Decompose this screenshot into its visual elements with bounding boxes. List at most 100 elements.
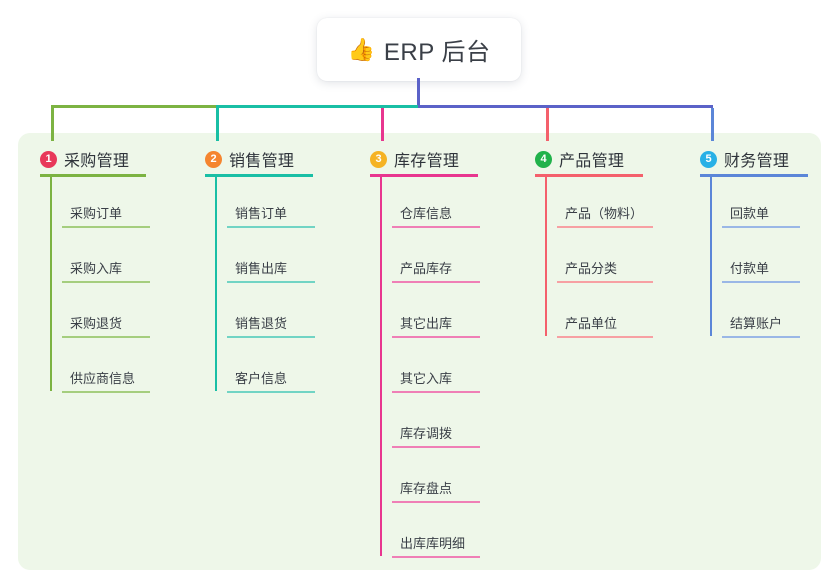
- branch-header-2[interactable]: 2 销售管理: [205, 147, 294, 171]
- leaf-label: 销售订单: [235, 206, 288, 221]
- leaf-label: 销售退货: [235, 316, 288, 331]
- drop-connector-1: [51, 108, 54, 141]
- leaf-node[interactable]: 采购退货: [62, 313, 150, 338]
- leaf-label: 结算账户: [730, 316, 783, 331]
- branch-number-badge: 5: [700, 150, 717, 168]
- drop-connector-5: [711, 108, 714, 141]
- branch-spine: [50, 176, 52, 391]
- leaf-node[interactable]: 付款单: [722, 258, 800, 283]
- leaf-label: 销售出库: [235, 261, 288, 276]
- leaf-node[interactable]: 采购入库: [62, 258, 150, 283]
- leaf-rule: [392, 336, 480, 338]
- thumbs-up-icon: 👍: [347, 36, 375, 62]
- branch-header-1[interactable]: 1 采购管理: [40, 147, 129, 171]
- leaf-label: 库存调拨: [400, 426, 453, 441]
- leaf-node[interactable]: 销售退货: [227, 313, 315, 338]
- branch-number-badge: 4: [535, 150, 552, 168]
- drop-connector-2: [216, 108, 219, 141]
- leaf-label: 产品（物料）: [565, 206, 644, 221]
- leaf-rule: [62, 226, 150, 228]
- leaf-rule: [392, 556, 480, 558]
- leaf-label: 采购入库: [70, 261, 123, 276]
- branch-spine: [215, 176, 217, 391]
- leaf-label: 采购订单: [70, 206, 123, 221]
- leaf-node[interactable]: 产品分类: [557, 258, 653, 283]
- leaf-node[interactable]: 客户信息: [227, 368, 315, 393]
- bus-segment-3: [418, 105, 713, 108]
- leaf-rule: [62, 391, 150, 393]
- leaf-label: 产品分类: [565, 261, 618, 276]
- branch-number-badge: 1: [40, 150, 57, 168]
- branch-header-rule: [535, 174, 643, 177]
- leaf-rule: [392, 281, 480, 283]
- leaf-label: 客户信息: [235, 371, 288, 386]
- branch-title: 库存管理: [394, 153, 460, 170]
- leaf-node[interactable]: 销售出库: [227, 258, 315, 283]
- leaf-label: 其它出库: [400, 316, 453, 331]
- leaf-rule: [722, 281, 800, 283]
- branch-header-3[interactable]: 3 库存管理: [370, 147, 459, 171]
- bus-segment-1: [51, 105, 216, 108]
- leaf-rule: [227, 226, 315, 228]
- leaf-node[interactable]: 产品单位: [557, 313, 653, 338]
- leaf-rule: [392, 226, 480, 228]
- drop-connector-4: [546, 108, 549, 141]
- leaf-rule: [557, 281, 653, 283]
- leaf-node[interactable]: 供应商信息: [62, 368, 150, 393]
- leaf-label: 其它入库: [400, 371, 453, 386]
- leaf-label: 付款单: [730, 261, 770, 276]
- leaf-label: 产品库存: [400, 261, 453, 276]
- branch-header-rule: [40, 174, 146, 177]
- branch-header-rule: [205, 174, 313, 177]
- leaf-node[interactable]: 库存调拨: [392, 423, 480, 448]
- leaf-rule: [227, 336, 315, 338]
- leaf-rule: [392, 501, 480, 503]
- leaf-node[interactable]: 产品库存: [392, 258, 480, 283]
- branch-spine: [545, 176, 547, 336]
- leaf-label: 供应商信息: [70, 371, 136, 386]
- leaf-node[interactable]: 销售订单: [227, 203, 315, 228]
- bus-segment-2: [216, 105, 418, 108]
- leaf-node[interactable]: 库存盘点: [392, 478, 480, 503]
- leaf-label: 采购退货: [70, 316, 123, 331]
- leaf-node[interactable]: 其它入库: [392, 368, 480, 393]
- branch-title: 采购管理: [64, 153, 130, 170]
- leaf-node[interactable]: 采购订单: [62, 203, 150, 228]
- leaf-node[interactable]: 回款单: [722, 203, 800, 228]
- leaf-node[interactable]: 其它出库: [392, 313, 480, 338]
- leaf-node[interactable]: 仓库信息: [392, 203, 480, 228]
- branch-header-5[interactable]: 5 财务管理: [700, 147, 789, 171]
- branch-header-rule: [370, 174, 478, 177]
- root-node-content: 👍 ERP 后台: [348, 32, 491, 67]
- branch-header-4[interactable]: 4 产品管理: [535, 147, 624, 171]
- leaf-rule: [392, 446, 480, 448]
- root-connector-stem: [417, 78, 420, 108]
- leaf-label: 仓库信息: [400, 206, 453, 221]
- root-node[interactable]: 👍 ERP 后台: [317, 18, 521, 81]
- leaf-label: 出库库明细: [400, 536, 466, 551]
- leaf-rule: [62, 336, 150, 338]
- branch-spine: [380, 176, 382, 556]
- leaf-rule: [392, 391, 480, 393]
- leaf-node[interactable]: 产品（物料）: [557, 203, 653, 228]
- leaf-label: 回款单: [730, 206, 770, 221]
- leaf-rule: [722, 226, 800, 228]
- leaf-node[interactable]: 出库库明细: [392, 533, 480, 558]
- branch-header-rule: [700, 174, 808, 177]
- branch-title: 销售管理: [229, 153, 295, 170]
- leaf-rule: [62, 281, 150, 283]
- branches-panel: [18, 133, 821, 570]
- leaf-rule: [227, 391, 315, 393]
- leaf-rule: [557, 336, 653, 338]
- branch-number-badge: 3: [370, 150, 387, 168]
- branch-number-badge: 2: [205, 150, 222, 168]
- leaf-node[interactable]: 结算账户: [722, 313, 800, 338]
- leaf-rule: [722, 336, 800, 338]
- leaf-label: 库存盘点: [400, 481, 453, 496]
- root-title: ERP 后台: [383, 39, 491, 66]
- leaf-label: 产品单位: [565, 316, 618, 331]
- branch-title: 财务管理: [724, 153, 790, 170]
- branch-title: 产品管理: [559, 153, 625, 170]
- drop-connector-3: [381, 108, 384, 141]
